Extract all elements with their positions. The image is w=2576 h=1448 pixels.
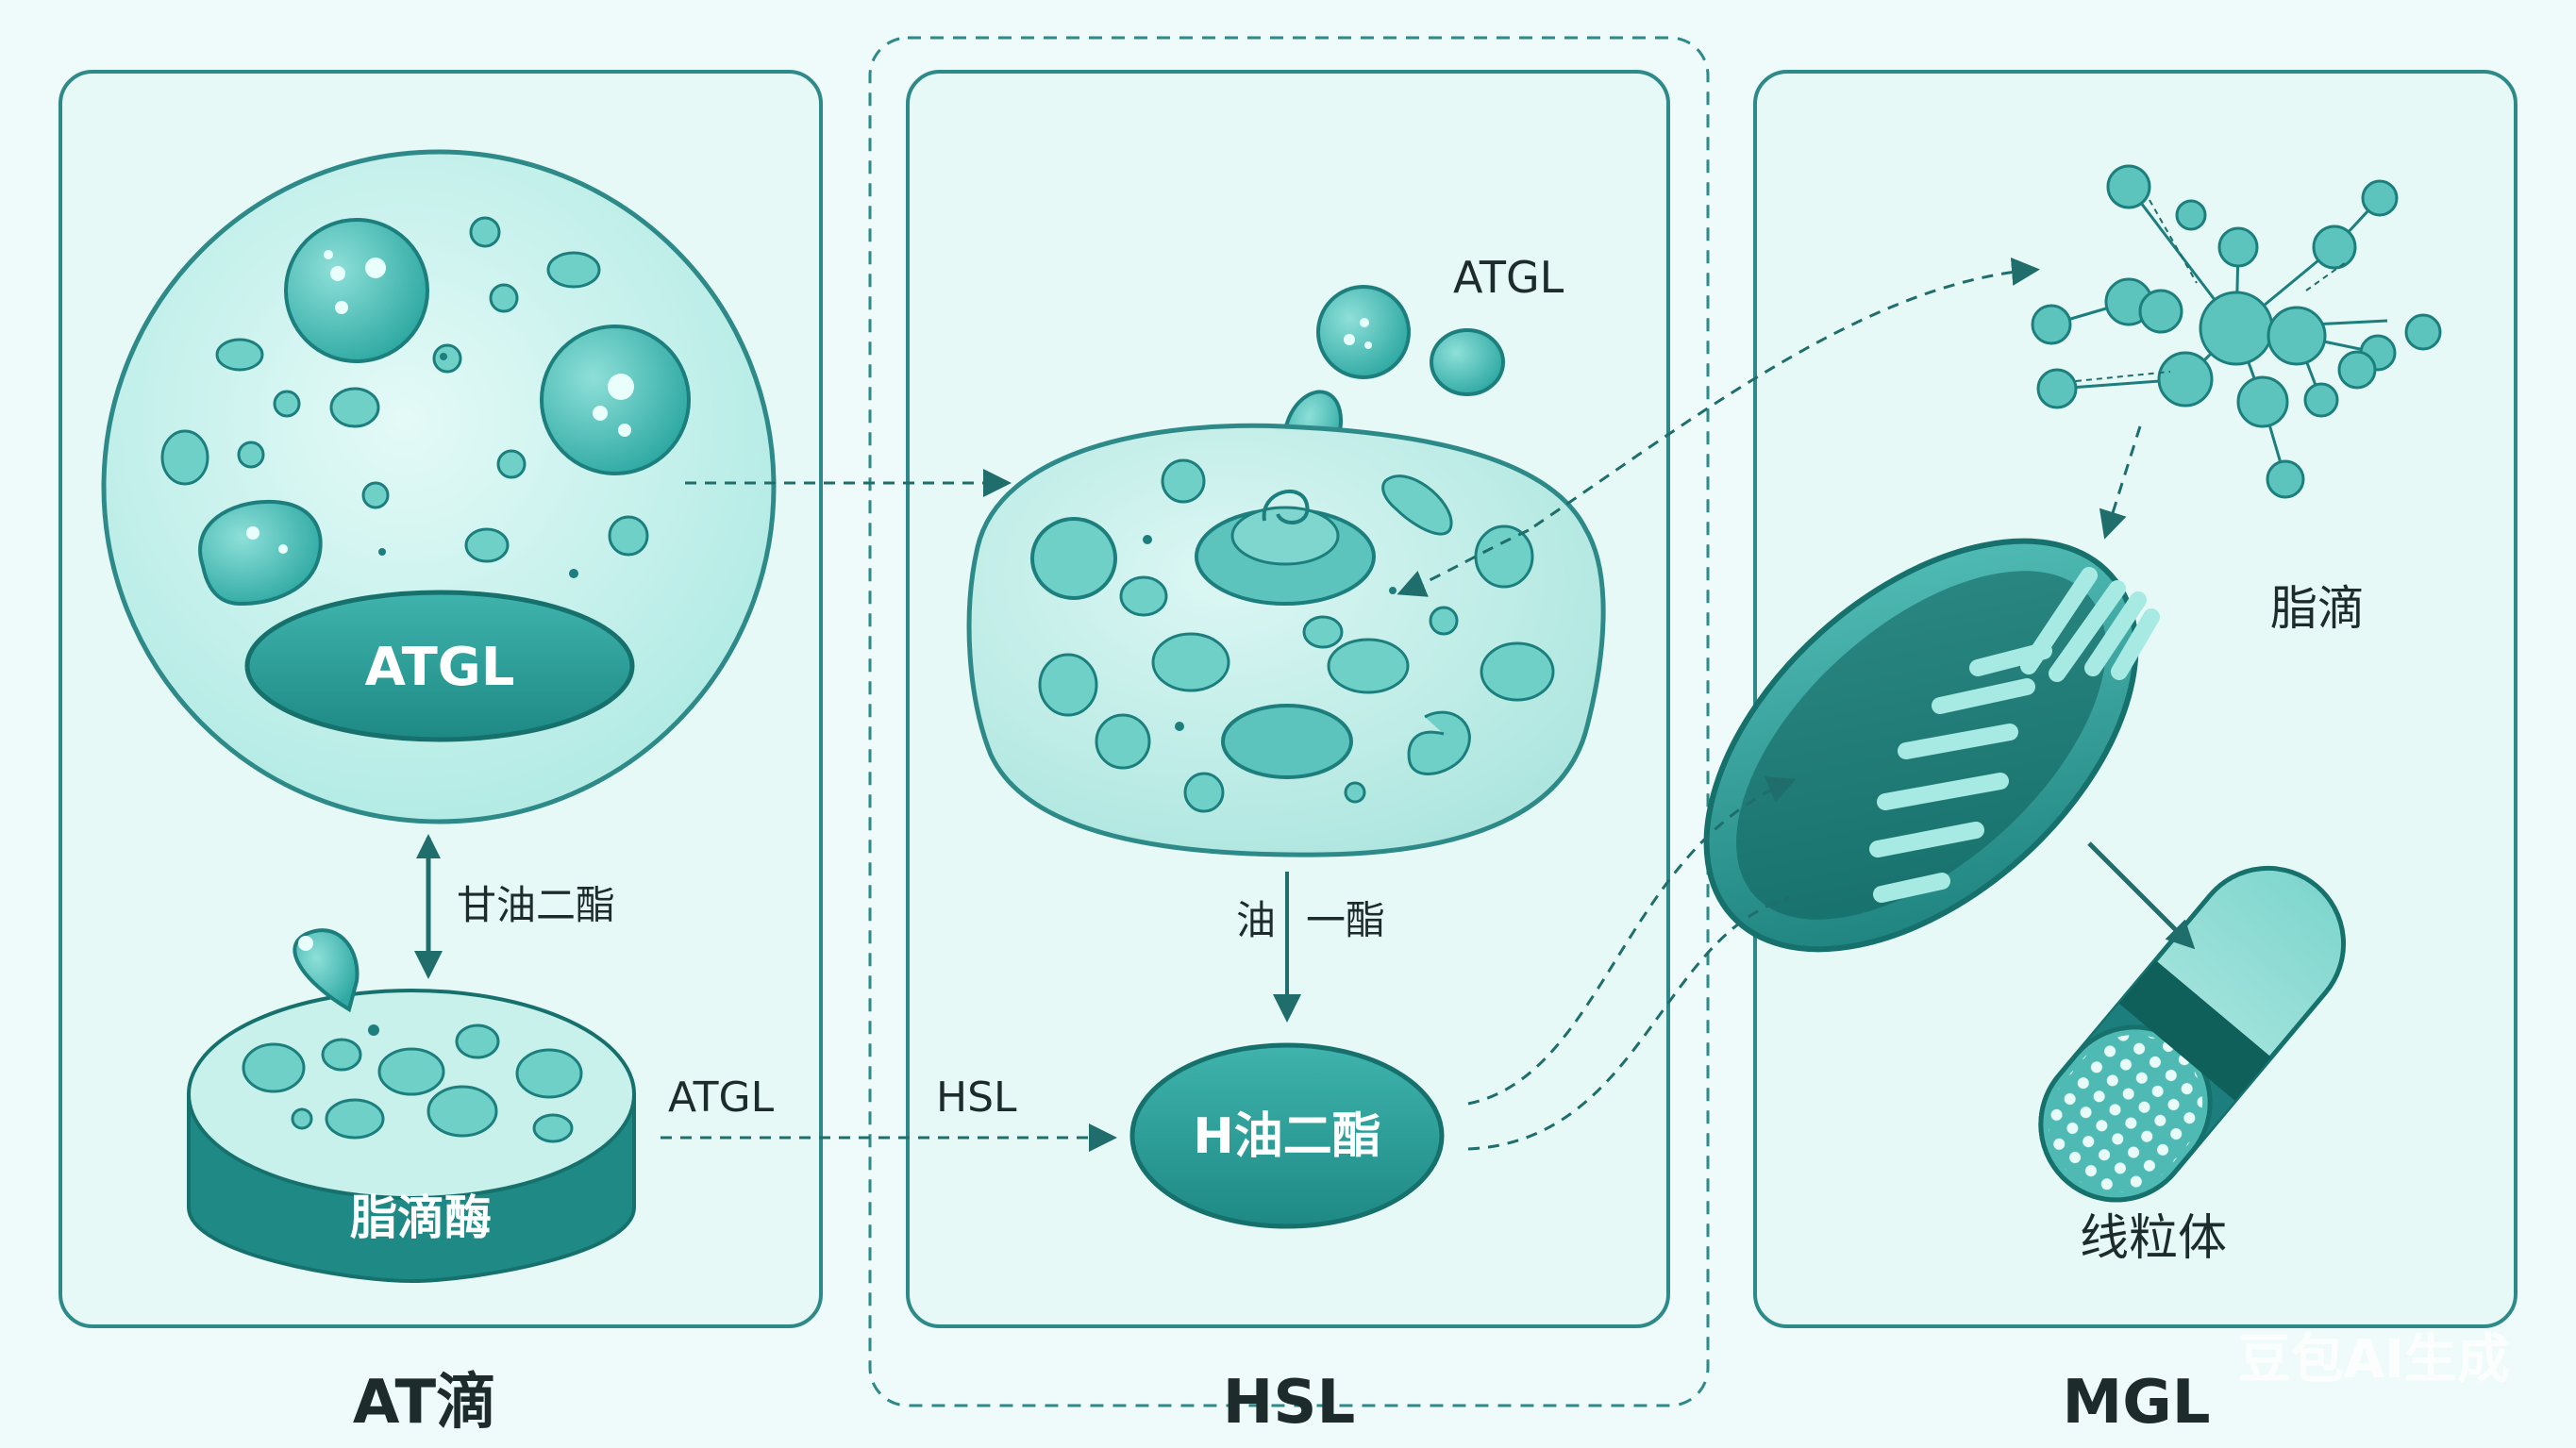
monoglyceride-label-b: 一酯 bbox=[1306, 897, 1385, 943]
watermark: 豆包AI生成 bbox=[2238, 1329, 2510, 1390]
flow-arrows bbox=[661, 257, 2142, 1152]
caption-middle: HSL bbox=[1223, 1368, 1355, 1438]
caption-left: AT滴 bbox=[353, 1368, 496, 1438]
diglyceride-label: 甘油二酯 bbox=[457, 882, 615, 928]
fatty-acid-molecules bbox=[2031, 164, 2442, 499]
capsule-organelle: 线粒体 bbox=[2038, 865, 2347, 1267]
monoglyceride-label-a: 油 bbox=[1236, 897, 1276, 943]
molecule-arrows bbox=[2075, 199, 2347, 382]
caption-right: MGL bbox=[2063, 1368, 2211, 1438]
adipocyte-cell: ATGL bbox=[101, 149, 777, 824]
atgl-side-label: ATGL bbox=[668, 1074, 775, 1122]
lipid-droplet-large bbox=[540, 325, 691, 475]
diglyceride-oval bbox=[1129, 1042, 1445, 1229]
atgl-enzyme-oval bbox=[244, 590, 635, 742]
mitochondrion: 脂滴 bbox=[1703, 538, 2365, 953]
lipid-droplet-cell bbox=[966, 423, 1606, 857]
diglyceride-oval-label: H油二酯 bbox=[1193, 1108, 1381, 1165]
mitochondrion-label: 脂滴 bbox=[2270, 581, 2365, 636]
hsl-side-label: HSL bbox=[936, 1074, 1017, 1122]
lipid-droplet-large bbox=[284, 218, 429, 363]
lipase-disk: 脂滴酶 bbox=[187, 928, 636, 1284]
atgl-top-label: ATGL bbox=[1453, 252, 1564, 303]
atgl-enzyme-label: ATGL bbox=[365, 637, 515, 698]
mitochondria-to-capsule-arrow bbox=[2087, 841, 2196, 950]
lipase-disk-label: 脂滴酶 bbox=[350, 1190, 492, 1245]
mitochondria-bottom-label: 线粒体 bbox=[2080, 1210, 2227, 1267]
